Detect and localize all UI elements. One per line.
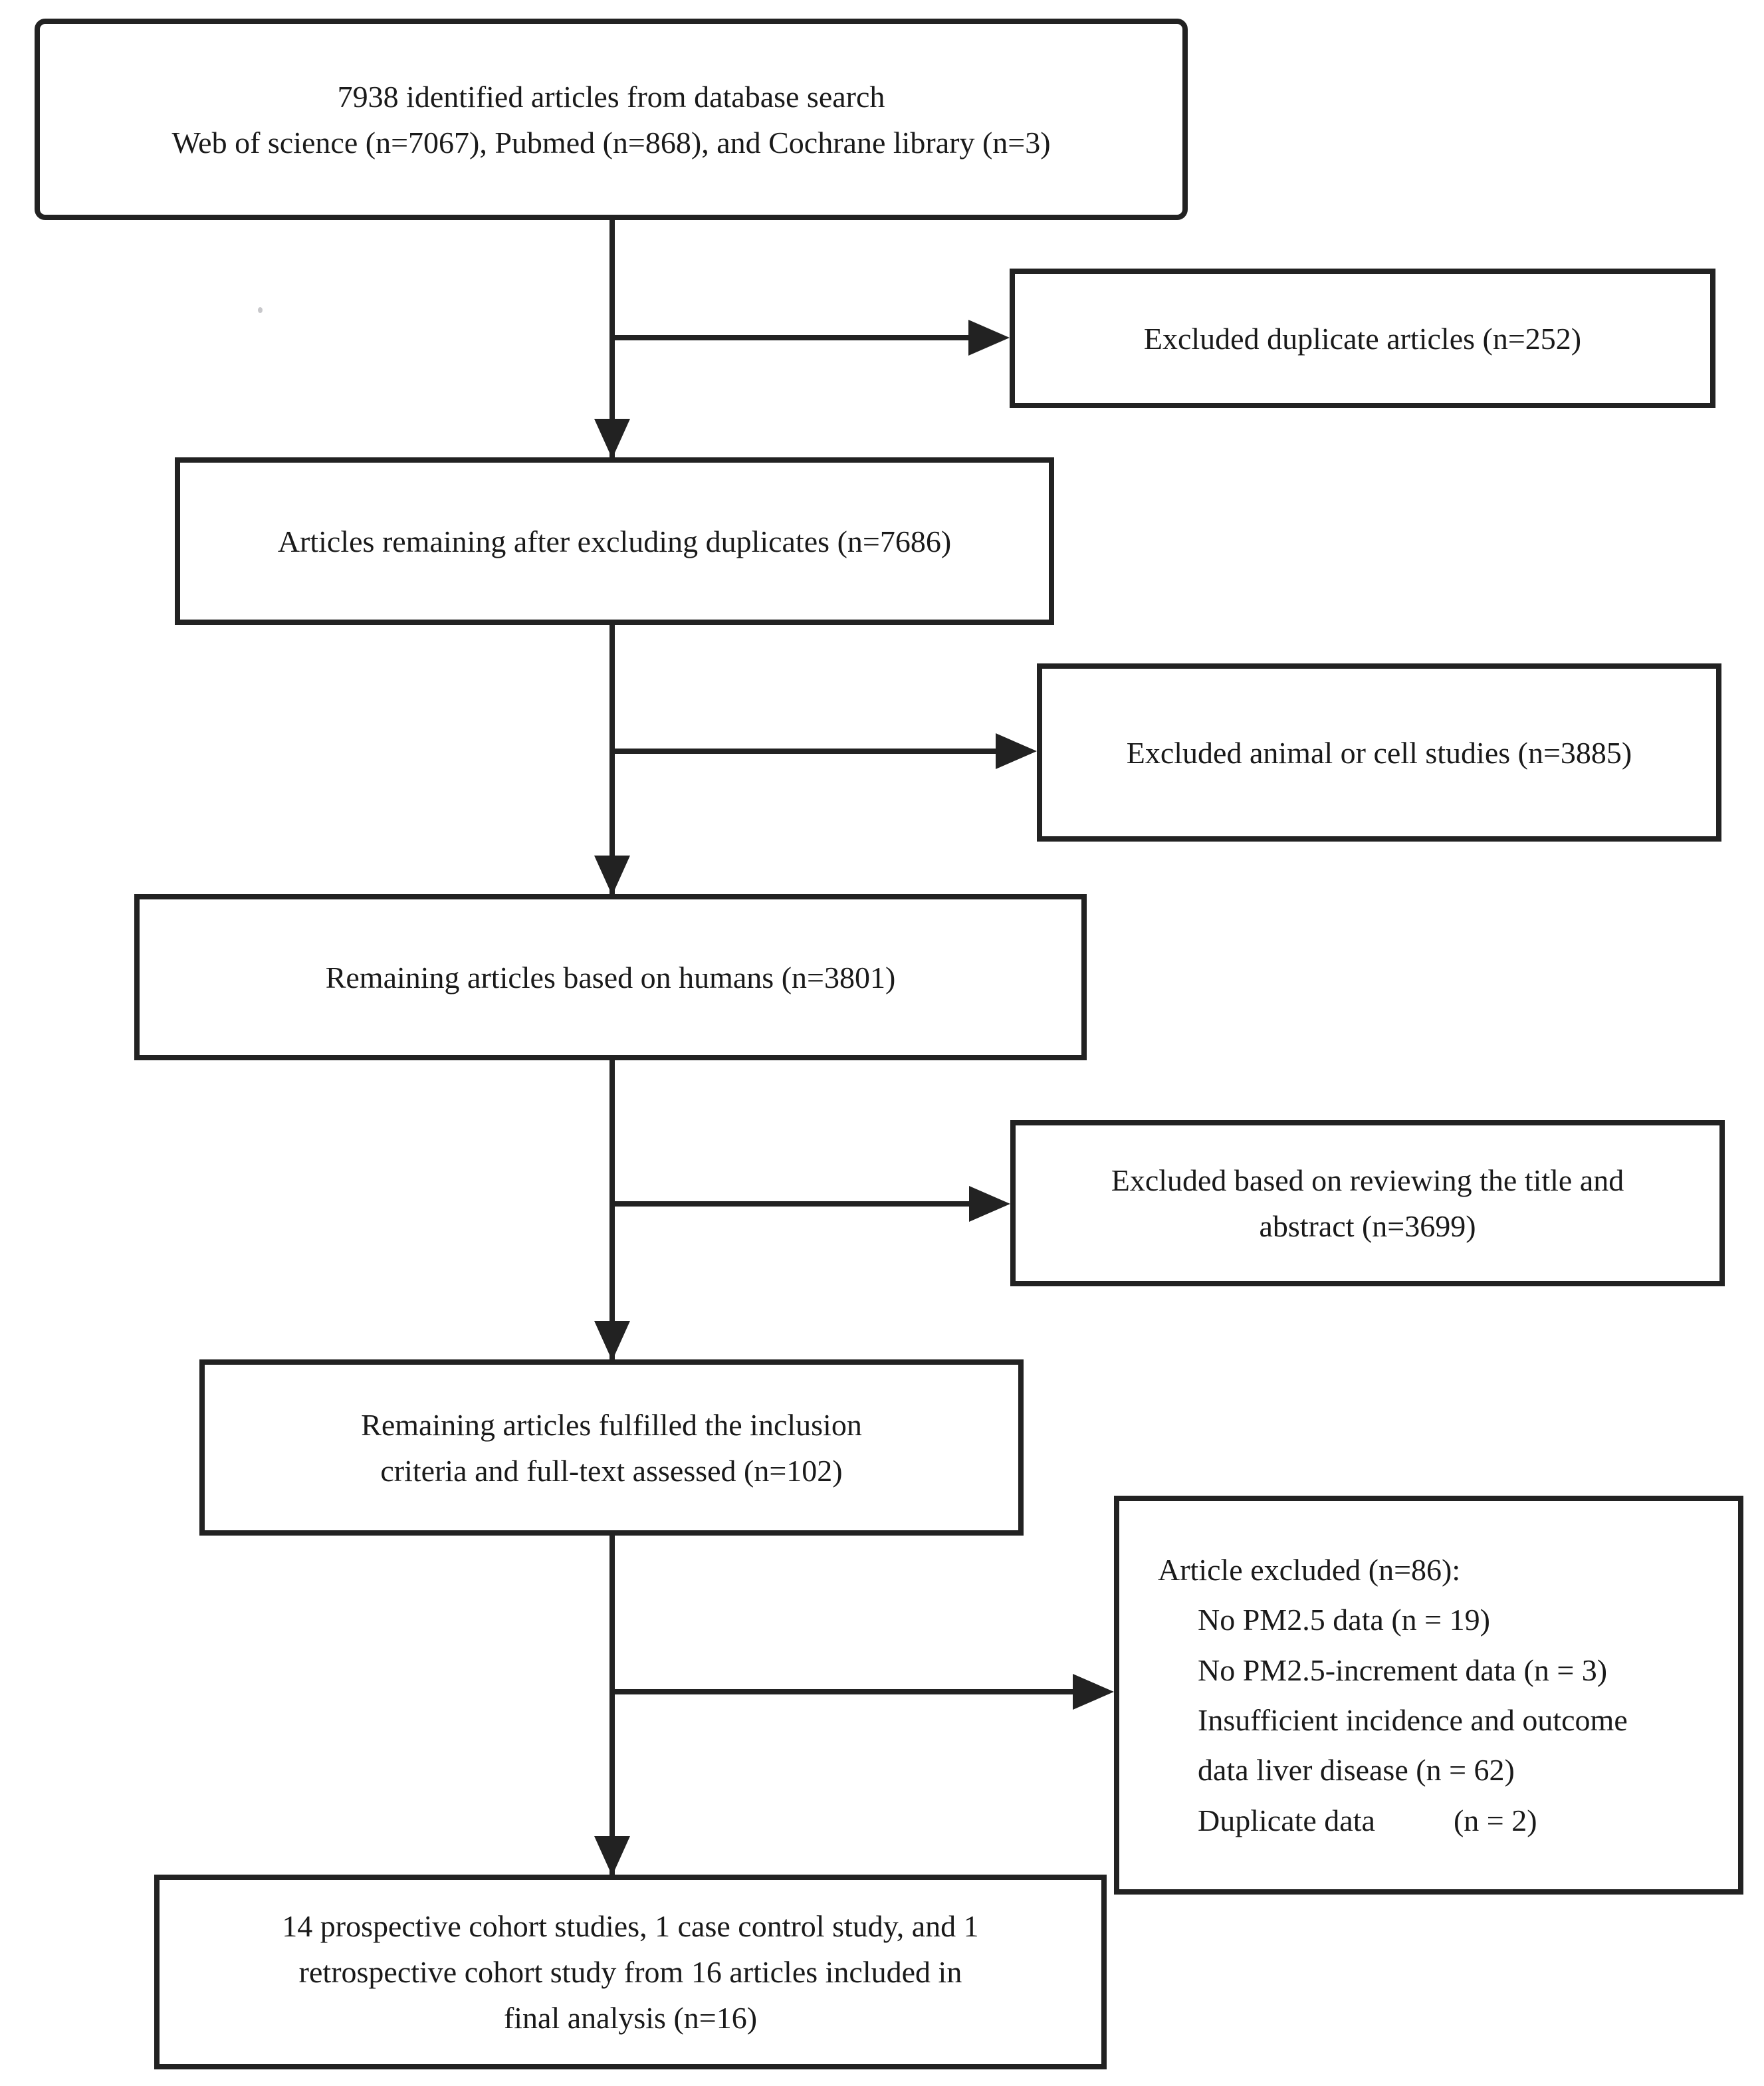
box-final-analysis: 14 prospective cohort studies, 1 case co… <box>154 1875 1107 2069</box>
arrowhead-down-icon-1 <box>594 419 630 459</box>
excluded-fulltext-item-insufficient: Insufficient incidence and outcome data … <box>1198 1703 1628 1788</box>
arrowhead-down-icon-4 <box>594 1836 630 1876</box>
excluded-fulltext-title: Article excluded (n=86): <box>1158 1552 1461 1587</box>
excluded-fulltext-item-duplicate-row: Duplicate data (n = 2) <box>1158 1796 1726 1845</box>
excluded-animal-cell-text: Excluded animal or cell studies (n=3885) <box>1126 735 1632 770</box>
box-remaining-humans: Remaining articles based on humans (n=38… <box>134 894 1087 1060</box>
box-articles-excluded-fulltext: Article excluded (n=86): No PM2.5 data (… <box>1114 1496 1743 1895</box>
connector-line-branch-title-abstract <box>611 1201 970 1207</box>
box-fulltext-assessed: Remaining articles fulfilled the inclusi… <box>199 1359 1024 1536</box>
connector-line-branch-animal <box>611 749 997 754</box>
fulltext-assessed-text: Remaining articles fulfilled the inclusi… <box>361 1407 862 1488</box>
box-excluded-title-abstract: Excluded based on reviewing the title an… <box>1010 1120 1725 1286</box>
connector-line-after-duplicates-to-humans <box>609 625 615 894</box>
final-analysis-text: 14 prospective cohort studies, 1 case co… <box>282 1909 979 2035</box>
connector-line-branch-duplicates <box>611 335 974 340</box>
excluded-fulltext-item-no-pm25: No PM2.5 data (n = 19) <box>1198 1603 1490 1637</box>
connector-line-branch-fulltext-excluded <box>611 1689 1074 1694</box>
connector-line-fulltext-to-final <box>609 1536 615 1875</box>
box-identified-articles: 7938 identified articles from database s… <box>35 19 1188 220</box>
connector-line-humans-to-fulltext <box>609 1060 615 1359</box>
duplicate-data-count: (n = 2) <box>1453 1803 1537 1837</box>
arrowhead-down-icon-3 <box>594 1321 630 1361</box>
remaining-humans-text: Remaining articles based on humans (n=38… <box>325 960 896 994</box>
duplicate-data-label: Duplicate data <box>1198 1803 1375 1837</box>
box-excluded-duplicates: Excluded duplicate articles (n=252) <box>1010 269 1715 408</box>
excluded-title-abstract-text: Excluded based on reviewing the title an… <box>1111 1163 1624 1243</box>
arrowhead-down-icon-2 <box>594 856 630 895</box>
arrowhead-right-icon-3 <box>969 1186 1010 1222</box>
arrowhead-right-icon-1 <box>968 320 1010 356</box>
arrowhead-right-icon-2 <box>996 733 1037 769</box>
box-excluded-animal-cell: Excluded animal or cell studies (n=3885) <box>1037 663 1721 842</box>
arrowhead-right-icon-4 <box>1073 1674 1114 1710</box>
excluded-duplicates-text: Excluded duplicate articles (n=252) <box>1143 321 1582 356</box>
identified-articles-text: 7938 identified articles from database s… <box>171 79 1051 160</box>
box-articles-after-duplicates: Articles remaining after excluding dupli… <box>175 457 1054 625</box>
excluded-fulltext-item-no-increment: No PM2.5-increment data (n = 3) <box>1198 1653 1608 1687</box>
excluded-fulltext-content: Article excluded (n=86): No PM2.5 data (… <box>1119 1545 1738 1846</box>
stray-mark-dot <box>258 307 263 313</box>
articles-after-duplicates-text: Articles remaining after excluding dupli… <box>277 524 952 558</box>
